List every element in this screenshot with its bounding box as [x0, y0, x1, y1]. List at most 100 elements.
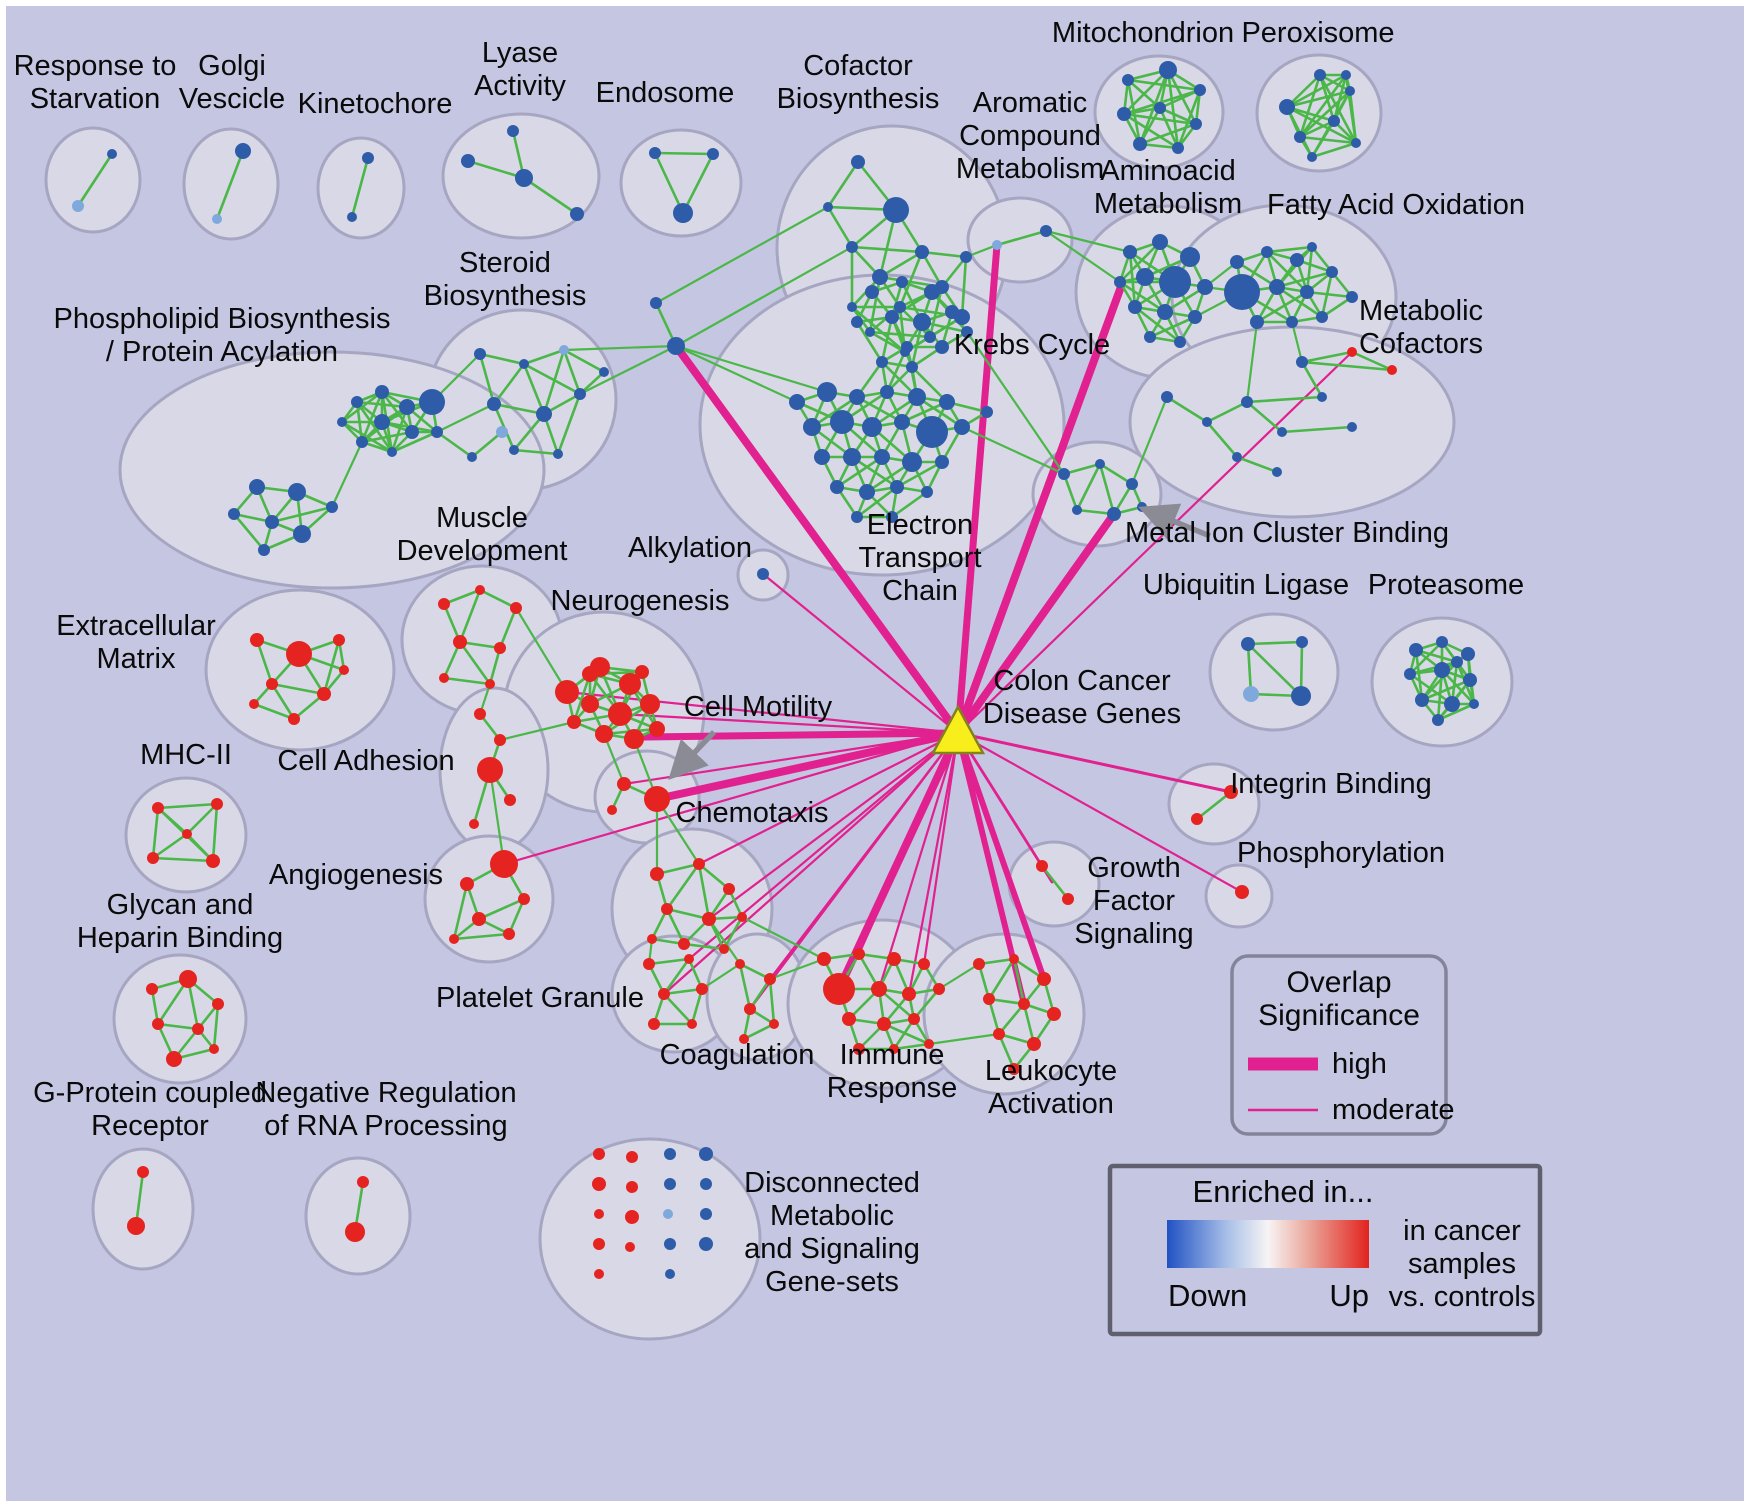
gene-set-node: [595, 725, 613, 743]
gene-set-node: [1269, 279, 1285, 295]
gene-set-node: [1291, 686, 1311, 706]
gene-set-node: [490, 850, 518, 878]
gene-set-node: [678, 938, 690, 950]
gene-set-edge: [1301, 360, 1393, 372]
layer-intercluster-edges: [331, 206, 1304, 1046]
gene-set-edge: [690, 988, 704, 1025]
gene-set-node: [1326, 266, 1338, 278]
gene-set-node: [567, 715, 581, 729]
overlap-edge: [956, 731, 1233, 794]
gene-set-node: [1152, 234, 1168, 250]
gene-set-node: [647, 934, 657, 944]
gene-set-node: [1159, 61, 1177, 79]
gene-set-node: [1126, 478, 1138, 490]
overlap-edge: [662, 731, 960, 996]
metal-ion-pointer: [1138, 503, 1212, 540]
overlap-edge: [956, 731, 1054, 884]
gene-set-node: [1241, 396, 1253, 408]
label-line: Metabolism: [956, 153, 1104, 185]
gene-set-node: [924, 331, 936, 343]
gene-set-edge: [738, 963, 752, 1010]
gene-set-edge: [916, 395, 963, 429]
gene-set-node: [503, 928, 515, 940]
cluster-ellipse-response-to-starvation: [44, 126, 142, 234]
gene-set-node: [1314, 69, 1326, 81]
gene-set-node: [438, 598, 450, 610]
gene-set-node: [1202, 417, 1212, 427]
gene-set-node: [1040, 225, 1052, 237]
label-line: Integrin Binding: [1230, 768, 1432, 800]
gene-set-edge: [443, 588, 481, 606]
gene-set-edge: [1123, 112, 1197, 126]
gene-set-node: [211, 798, 223, 810]
label-line: Angiogenesis: [269, 859, 443, 891]
gene-set-node: [719, 944, 729, 954]
gene-set-edge: [811, 395, 858, 429]
gene-set-edge: [722, 916, 744, 950]
gene-set-node: [803, 418, 821, 436]
gene-set-node: [1027, 1037, 1041, 1051]
gene-set-node: [650, 297, 662, 309]
gene-set-node: [362, 152, 374, 164]
overlap-edge: [956, 731, 1244, 894]
gene-set-edge: [391, 430, 438, 454]
gene-set-edge: [1123, 112, 1179, 150]
gene-set-node: [1279, 99, 1295, 115]
gene-set-edge: [1166, 395, 1208, 424]
gene-set-node: [147, 852, 159, 864]
gene-set-node: [387, 447, 397, 457]
gene-set-node: [1387, 365, 1397, 375]
gene-set-node: [973, 958, 985, 970]
gene-set-node: [658, 988, 670, 1000]
label-line: Metabolism: [1094, 188, 1242, 220]
gene-set-edge: [471, 431, 503, 458]
gene-set-node: [206, 854, 220, 868]
gene-set-node: [880, 385, 894, 399]
gene-set-edge: [1159, 88, 1201, 110]
label-line: Receptor: [91, 1110, 209, 1142]
gene-set-node: [326, 501, 338, 513]
label-line: Activity: [474, 70, 566, 102]
gene-set-node: [345, 1222, 365, 1242]
gene-set-node: [510, 602, 522, 614]
gene-set-edge: [458, 589, 482, 643]
gene-set-edge: [1421, 678, 1471, 702]
cluster-ellipse-metal-ion-cluster-binding: [1031, 440, 1163, 548]
label-line: Extracellular: [56, 610, 216, 642]
label-line: in cancer: [1403, 1215, 1521, 1247]
gene-set-node: [851, 155, 865, 169]
overlap-edge: [907, 731, 960, 996]
gene-set-edge: [523, 362, 581, 396]
gene-set-edge: [152, 856, 214, 863]
gene-set-node: [625, 1242, 635, 1252]
gene-set-node: [823, 973, 855, 1005]
gene-set-node: [723, 883, 735, 895]
gene-set-node: [769, 1019, 779, 1029]
gene-set-node: [699, 1237, 713, 1251]
gene-set-node: [504, 794, 516, 806]
gene-set-edge: [478, 897, 525, 921]
gene-set-node: [1008, 1063, 1020, 1075]
enrichment-gradient-bar: [1167, 1220, 1369, 1268]
gene-set-node: [814, 449, 830, 465]
intercluster-edge: [1290, 321, 1304, 363]
gene-set-node: [664, 1148, 676, 1160]
gene-set-edge: [215, 150, 245, 220]
gene-set-edge: [1196, 790, 1232, 821]
gene-set-edge: [1062, 473, 1079, 511]
gene-set-node: [1191, 813, 1203, 825]
gene-set-node: [699, 1147, 713, 1161]
gene-set-edge: [883, 1022, 930, 1046]
label-line: Chain: [882, 575, 958, 607]
overlap-edge: [641, 729, 962, 741]
gene-set-node: [293, 525, 311, 543]
gene-set-node: [212, 998, 224, 1010]
gene-set-edge: [1098, 463, 1116, 515]
intercluster-edge: [961, 426, 1065, 475]
